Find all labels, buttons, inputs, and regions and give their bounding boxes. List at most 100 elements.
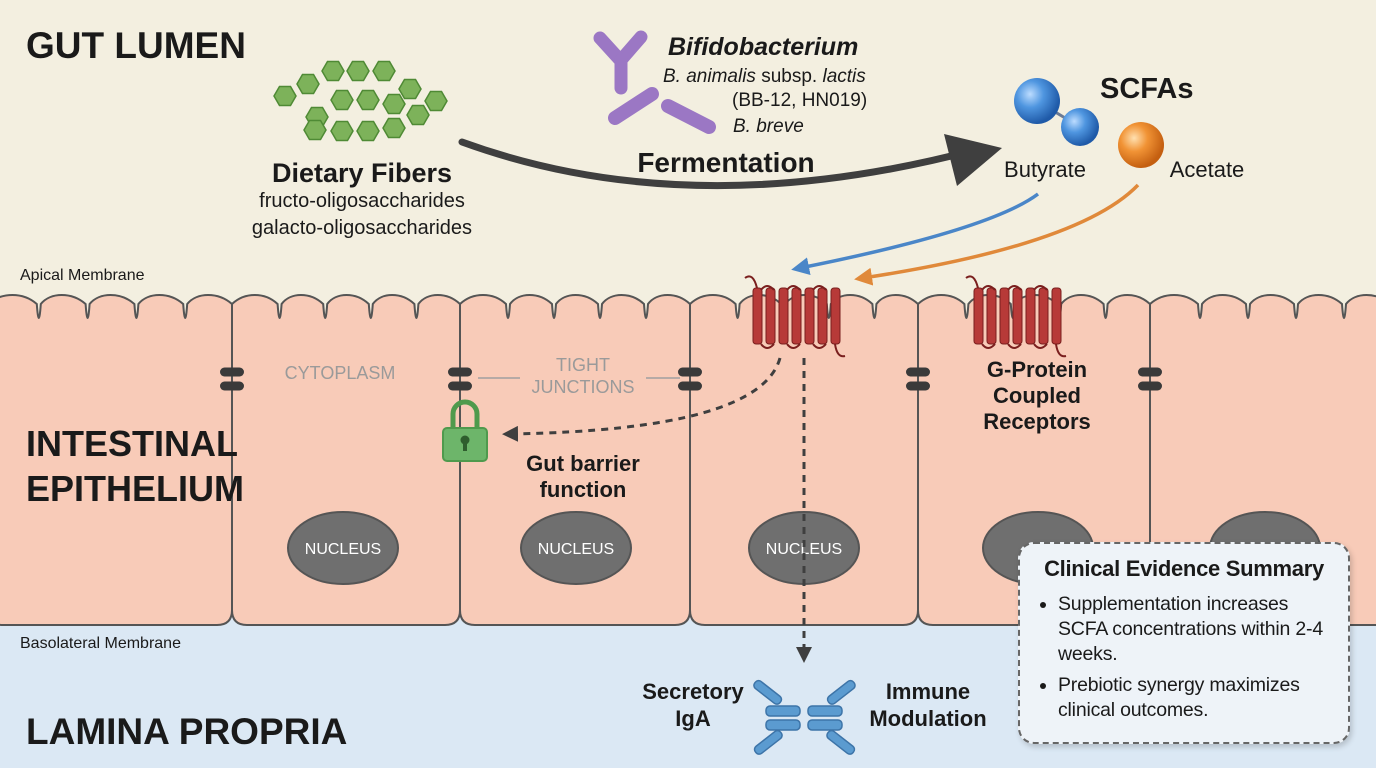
gpcr-helix xyxy=(778,287,789,345)
fiber-hexagon xyxy=(356,89,380,111)
clinical-evidence-item: Supplementation increases SCFA concentra… xyxy=(1058,592,1332,667)
nucleus-3: NUCLEUS xyxy=(748,511,860,585)
antibody-icon xyxy=(753,679,856,755)
tight-junction-icon xyxy=(448,367,472,377)
scfas-title: SCFAs xyxy=(1100,73,1193,105)
gpcr-helix xyxy=(999,287,1010,345)
strain-species: B. animalis xyxy=(663,66,756,87)
gpcr-receptor-icon-2 xyxy=(965,275,1067,358)
nucleus-label-2: NUCLEUS xyxy=(538,541,614,558)
fiber-hexagon xyxy=(356,120,380,142)
clinical-evidence-list: Supplementation increases SCFA concentra… xyxy=(1036,592,1332,723)
epithelial-cell xyxy=(0,294,233,626)
acetate-label: Acetate xyxy=(1170,157,1245,182)
region-label-epithelium-line2: EPITHELIUM xyxy=(26,468,244,509)
clinical-evidence-item-2: Prebiotic synergy maximizes clinical out… xyxy=(1058,673,1332,723)
epithelial-cell xyxy=(689,294,919,626)
nucleus-2: NUCLEUS xyxy=(520,511,632,585)
fiber-hexagon xyxy=(398,78,422,100)
gpcr-helix xyxy=(973,287,984,345)
acetate-to-receptor-arrow xyxy=(854,183,1140,286)
tight-junction-icon xyxy=(906,367,930,377)
fibers-line-gos: galacto-oligosaccharides xyxy=(252,217,472,239)
fermentation-arrow-shaft xyxy=(458,138,979,190)
bacteria-strain-codes: (BB-12, HN019) xyxy=(732,90,867,111)
acetate-molecule-icon xyxy=(1118,122,1164,168)
tight-junctions-label-line1: TIGHT xyxy=(556,355,610,375)
gpcr-helix xyxy=(791,287,802,345)
gpcr-helix xyxy=(1012,287,1023,345)
gpcr-label-line2: Coupled xyxy=(993,383,1081,408)
apical-membrane-label: Apical Membrane xyxy=(20,267,145,284)
butyrate-to-receptor-arrow xyxy=(791,192,1040,276)
tight-junctions-label-line2: JUNCTIONS xyxy=(532,377,635,397)
dietary-fiber-hexagon-icon xyxy=(273,60,448,142)
fiber-hexagon xyxy=(372,60,396,82)
region-label-epithelium-line1: INTESTINAL xyxy=(26,423,238,464)
clinical-evidence-title: Clinical Evidence Summary xyxy=(1044,556,1324,581)
fiber-hexagon xyxy=(321,60,345,82)
strain-subspecies: lactis xyxy=(822,66,866,87)
fiber-hexagon xyxy=(273,85,297,107)
tight-junction-icon xyxy=(1138,367,1162,377)
nucleus-label-3: NUCLEUS xyxy=(766,541,842,558)
fermentation-label: Fermentation xyxy=(637,147,814,178)
tight-junction-icon xyxy=(678,367,702,377)
region-label-gut-lumen: GUT LUMEN xyxy=(26,25,246,66)
gpcr-helix xyxy=(1025,287,1036,345)
fermentation-arrow-head xyxy=(944,134,1002,186)
gpcr-helix xyxy=(752,287,763,345)
gpcr-label-line3: Receptors xyxy=(983,409,1091,434)
butyrate-label: Butyrate xyxy=(1004,157,1086,182)
bacteria-strain-lactis: B. animalis subsp. lactis xyxy=(663,66,866,87)
dietary-fibers-title: Dietary Fibers xyxy=(272,158,452,188)
tight-junction-icon xyxy=(220,381,244,391)
tight-junction-icon xyxy=(220,367,244,377)
gpcr-label-line1: G-Protein xyxy=(987,357,1087,382)
gut-barrier-label-line1: Gut barrier xyxy=(526,451,640,476)
fiber-hexagon xyxy=(330,89,354,111)
nucleus-1: NUCLEUS xyxy=(287,511,399,585)
tight-junction-icon xyxy=(678,381,702,391)
receptor-to-barrier-arrow xyxy=(502,357,782,442)
fiber-hexagon xyxy=(346,60,370,82)
gpcr-helix xyxy=(765,287,776,345)
fiber-hexagon xyxy=(406,104,430,126)
secretory-iga-label-line1: Secretory xyxy=(642,679,744,704)
clinical-evidence-summary-box: Clinical Evidence Summary Supplementatio… xyxy=(1018,542,1350,744)
bifidobacterium-title: Bifidobacterium xyxy=(668,33,858,61)
strain-subsp: subsp. xyxy=(756,66,823,87)
gpcr-helix xyxy=(830,287,841,345)
bifidobacterium-icon xyxy=(593,30,716,134)
gpcr-helix xyxy=(986,287,997,345)
cytoplasm-label: CYTOPLASM xyxy=(285,363,396,383)
fiber-hexagon xyxy=(296,73,320,95)
gpcr-helix xyxy=(817,287,828,345)
region-label-lamina-propria: LAMINA PROPRIA xyxy=(26,711,347,752)
tight-junction-icon xyxy=(448,381,472,391)
fibers-line-fos: fructo-oligosaccharides xyxy=(259,190,465,212)
fiber-hexagon xyxy=(382,93,406,115)
tight-junctions xyxy=(220,367,1162,391)
gpcr-loops xyxy=(965,275,1067,358)
nucleus-label: NUCLEUS xyxy=(305,541,381,558)
butyrate-molecule-icon xyxy=(1014,78,1060,124)
gpcr-helix xyxy=(804,287,815,345)
fiber-hexagon xyxy=(382,117,406,139)
fiber-hexagon xyxy=(424,90,448,112)
lock-icon xyxy=(442,399,488,462)
butyrate-molecule-icon-2 xyxy=(1061,108,1099,146)
gpcr-helix xyxy=(1038,287,1049,345)
gpcr-receptor-icon xyxy=(744,275,846,358)
basolateral-membrane-label: Basolateral Membrane xyxy=(20,635,181,652)
immune-modulation-label-line1: Immune xyxy=(886,679,970,704)
secretory-iga-label-line2: IgA xyxy=(675,706,711,731)
tight-junction-icon xyxy=(906,381,930,391)
gpcr-loops xyxy=(744,275,846,358)
gut-barrier-label-line2: function xyxy=(540,477,627,502)
bacteria-strain-breve: B. breve xyxy=(733,116,804,137)
tight-junction-icon xyxy=(1138,381,1162,391)
fiber-hexagon xyxy=(303,119,327,141)
fiber-hexagon xyxy=(330,120,354,142)
